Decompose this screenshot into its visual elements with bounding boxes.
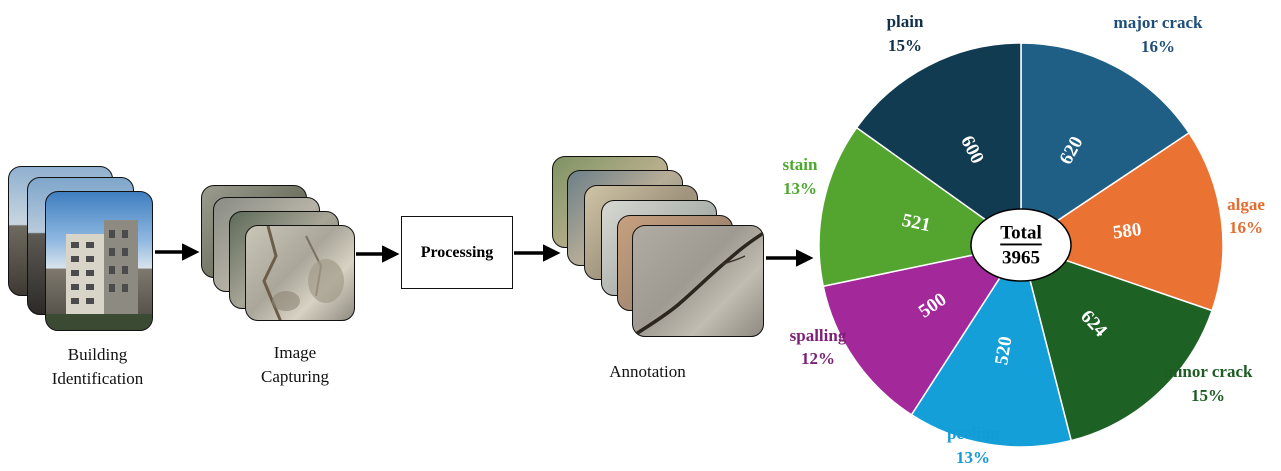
category-label-algae: algae [1227, 195, 1265, 214]
category-label-spalling: spalling [790, 326, 847, 345]
category-percent-plain: 15% [888, 36, 922, 55]
image-capturing-caption: Image Capturing [235, 341, 355, 389]
annotation-photo-front [632, 225, 764, 337]
building-caption-line1: Building [67, 345, 128, 364]
pie-slice-plain [855, 42, 1022, 247]
pie-slice-spalling [822, 243, 1023, 416]
pie-slice-major-crack [1020, 42, 1191, 247]
annotation-caption-text: Annotation [609, 362, 686, 381]
pie-slice-algae [1019, 131, 1224, 312]
category-percent-spalling: 12% [801, 349, 835, 368]
pie-value-algae: 580 [1112, 219, 1143, 243]
building-photo-front [45, 191, 153, 331]
category-label-minor-crack: minor crack [1164, 362, 1253, 381]
category-percent-algae: 16% [1229, 218, 1263, 237]
annotation-caption: Annotation [590, 360, 705, 384]
total-value: 3965 [1002, 248, 1040, 269]
total-title: Total [1000, 223, 1042, 244]
processing-label: Processing [420, 243, 494, 261]
crack-illustration [633, 231, 763, 336]
total-ellipse [970, 208, 1072, 282]
category-percent-stain: 13% [783, 179, 817, 198]
pie-slice-peeling [910, 243, 1073, 448]
building-caption-line2: Identification [51, 369, 144, 388]
pie-value-peeling: 520 [991, 335, 1016, 366]
category-percent-peeling: 13% [956, 448, 990, 467]
category-label-peeling: peeling [947, 424, 999, 443]
building-illustration [46, 220, 152, 330]
spalled-wall-illustration [262, 226, 344, 320]
category-label-stain: stain [783, 155, 819, 174]
building-identification-caption: Building Identification [25, 343, 170, 391]
pie-slice-minor-crack [1019, 243, 1214, 442]
category-percent-major-crack: 16% [1141, 37, 1175, 56]
category-label-major-crack: major crack [1114, 13, 1203, 32]
processing-box: Processing [401, 216, 513, 289]
capture-photo-front [245, 225, 355, 321]
capturing-caption-line2: Capturing [261, 367, 329, 386]
capturing-caption-line1: Image [273, 343, 317, 362]
category-label-plain: plain [887, 12, 924, 31]
category-percent-minor-crack: 15% [1191, 386, 1225, 405]
